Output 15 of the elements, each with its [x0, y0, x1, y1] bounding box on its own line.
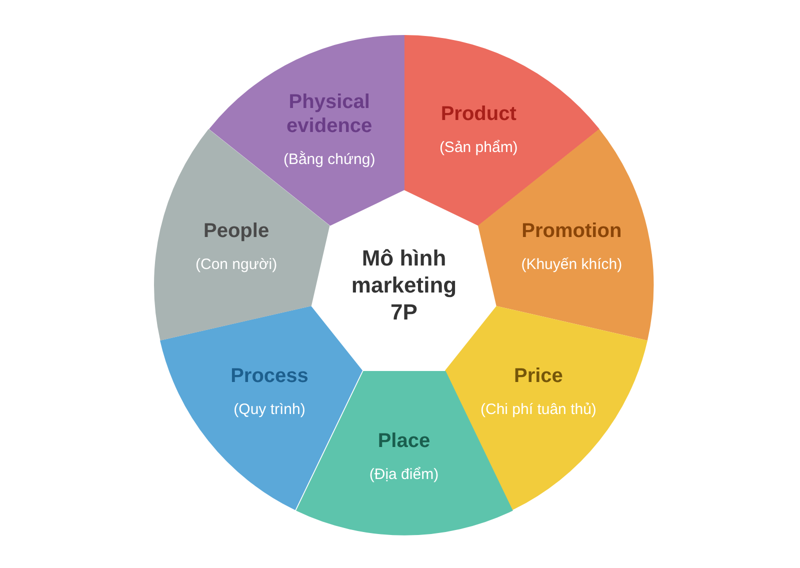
segment-subtitle: (Quy trình) [232, 400, 306, 420]
segment-subtitle: (Khuyến khích) [520, 254, 624, 275]
segment-subtitle: (Sản phẩm) [438, 138, 519, 158]
segment-title: Price [513, 364, 564, 388]
segment-title: Promotion [520, 218, 623, 243]
segment-subtitle: (Chi phí tuân thủ) [480, 400, 598, 420]
segment-title: People [202, 218, 270, 243]
segment-title: Product [440, 102, 518, 126]
segment-subtitle: (Bằng chứng) [282, 150, 376, 170]
center-title: Mô hình marketing 7P [350, 244, 458, 326]
segment-subtitle: (Địa điểm) [368, 464, 440, 485]
segment-subtitle: (Con người) [194, 254, 278, 275]
segment-title: Place [376, 428, 432, 453]
segment-title: Physical evidence [286, 90, 374, 138]
segment-title: Process [230, 364, 310, 388]
